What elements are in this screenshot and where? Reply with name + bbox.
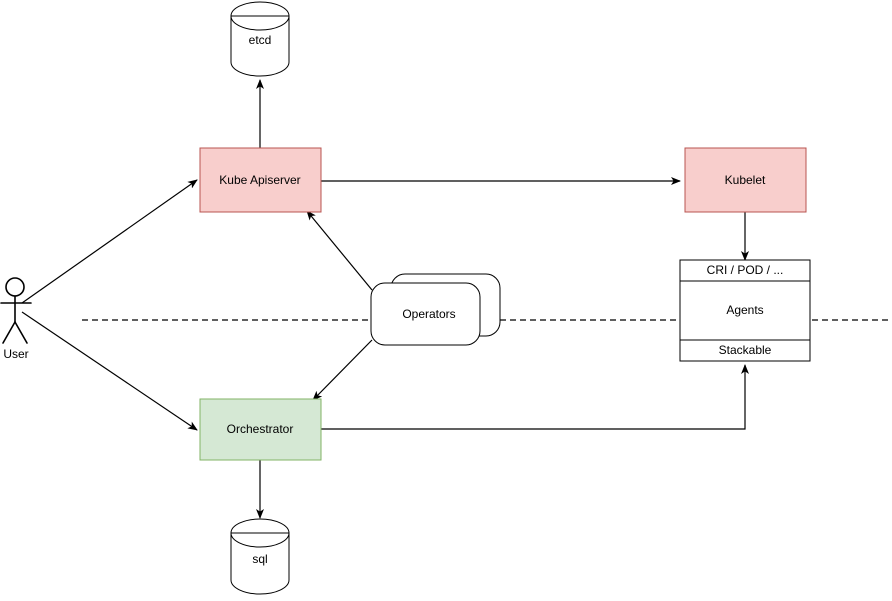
edge-orchestrator-to-stackable xyxy=(321,364,749,430)
node-kube-apiserver[interactable]: Kube Apiserver xyxy=(199,147,322,213)
node-user-label: User xyxy=(3,347,28,361)
node-operators-label: Operators xyxy=(402,307,455,321)
edge-operators-to-orchestrator xyxy=(312,339,373,401)
node-agents-header-label: CRI / POD / ... xyxy=(707,263,784,277)
node-operators[interactable]: Operators xyxy=(370,273,501,346)
node-agents[interactable]: CRI / POD / ... Agents Stackable xyxy=(679,259,811,362)
node-kubelet-label: Kubelet xyxy=(725,173,766,187)
node-agents-footer-label: Stackable xyxy=(719,343,772,357)
node-agents-body-label: Agents xyxy=(726,303,763,317)
node-kubelet[interactable]: Kubelet xyxy=(684,147,807,213)
edge-operators-to-kube-apiserver xyxy=(306,210,373,291)
node-orchestrator[interactable]: Orchestrator xyxy=(199,398,322,461)
node-orchestrator-label: Orchestrator xyxy=(227,422,294,436)
node-kube-apiserver-label: Kube Apiserver xyxy=(219,173,300,187)
edge-user-to-orchestrator xyxy=(21,311,198,431)
node-sql[interactable]: sql xyxy=(230,518,290,595)
node-etcd-label: etcd xyxy=(249,33,272,47)
actor-head-icon xyxy=(5,277,25,297)
edge-user-to-kube-apiserver xyxy=(21,179,198,304)
node-etcd[interactable]: etcd xyxy=(230,1,290,77)
node-user[interactable]: User xyxy=(0,277,32,361)
node-sql-label: sql xyxy=(252,552,267,566)
